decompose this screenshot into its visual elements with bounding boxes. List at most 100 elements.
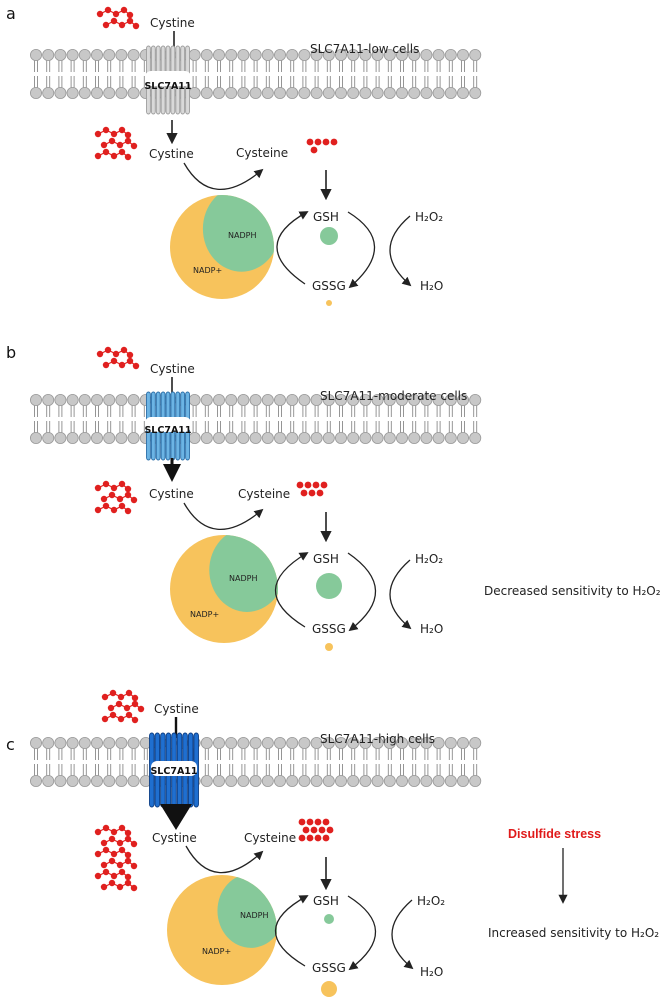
lipid-head (212, 431, 225, 444)
lipid-head (298, 87, 311, 100)
gsh-label: GSH (313, 210, 339, 224)
gsh-pool-circle (324, 914, 334, 924)
lipid-head (273, 737, 286, 750)
lipid-head (127, 87, 140, 100)
cystine-molecules-inside (94, 126, 138, 161)
nadph-label: NADPH (228, 231, 256, 240)
cysteine-molecule (326, 826, 334, 834)
panel-letter: a (6, 4, 16, 23)
cystine-molecule (96, 346, 134, 359)
lipid-head (408, 431, 421, 444)
cysteine-molecule (308, 489, 316, 497)
lipid-head (91, 49, 104, 62)
cysteine-molecule (298, 834, 306, 842)
lipid-head (115, 87, 128, 100)
cystine-molecule (100, 835, 138, 848)
slc7a11-transporter (145, 45, 191, 115)
lipid-head (420, 737, 433, 750)
lipid-head (395, 431, 408, 444)
lipid-head (420, 87, 433, 100)
lipid-head (54, 87, 67, 100)
cystine-molecule (94, 126, 132, 139)
lipid-head (29, 49, 42, 62)
lipid-head (115, 393, 128, 406)
lipid-head (334, 49, 347, 62)
lipid-head (408, 775, 421, 788)
lipid-head (91, 775, 104, 788)
cysteine-molecule (314, 834, 322, 842)
lipid-head (42, 775, 55, 788)
gsh-pool-circle (316, 573, 342, 599)
lipid-head (469, 49, 482, 62)
lipid-head (359, 775, 372, 788)
reduction-arrow (185, 845, 264, 874)
lipid-head (249, 393, 262, 406)
lipid-head (42, 737, 55, 750)
cysteine-molecule (314, 138, 322, 146)
lipid-head (78, 775, 91, 788)
lipid-head (212, 737, 225, 750)
lipid-head (322, 393, 335, 406)
h2o2-reduction-arrow (391, 899, 414, 970)
cysteine-molecule (322, 138, 330, 146)
lipid-head (103, 87, 116, 100)
lipid-head (322, 49, 335, 62)
lipid-head (359, 737, 372, 750)
lipid-head (200, 87, 213, 100)
lipid-head (66, 393, 79, 406)
lipid-head (115, 737, 128, 750)
cysteine-molecule (310, 826, 318, 834)
reduction-arrow (183, 502, 264, 531)
lipid-head (103, 737, 116, 750)
lipid-head (469, 393, 482, 406)
lipid-head (29, 393, 42, 406)
lipid-head (310, 393, 323, 406)
lipid-head (444, 49, 457, 62)
h2o-label: H₂O (420, 622, 443, 636)
cysteine-label: Cysteine (236, 146, 288, 160)
lipid-head (444, 737, 457, 750)
lipid-head (261, 87, 274, 100)
transporter-label: SLC7A11 (144, 425, 191, 436)
gsh-label: GSH (313, 894, 339, 908)
lipid-head (42, 87, 55, 100)
lipid-head (298, 431, 311, 444)
lipid-head (371, 49, 384, 62)
cystine-molecule (107, 700, 145, 713)
lipid-head (237, 87, 250, 100)
lipid-head (200, 393, 213, 406)
h2o2-reduction-arrow (389, 215, 412, 287)
cysteine-molecule (300, 489, 308, 497)
cysteine-molecule (316, 489, 324, 497)
lipid-head (383, 775, 396, 788)
cysteine-molecule (330, 138, 338, 146)
panel-a: a Cystine SLC7A11-low cells SLC7A11 Cyst… (6, 4, 482, 306)
lipid-head (66, 737, 79, 750)
cystine-outside-label: Cystine (150, 362, 195, 376)
lipid-head (395, 737, 408, 750)
lipid-head (273, 87, 286, 100)
lipid-head (286, 49, 299, 62)
lipid-head (66, 431, 79, 444)
cysteine-molecule (322, 834, 330, 842)
lipid-head (237, 49, 250, 62)
transporter-label-box (151, 761, 197, 776)
lipid-head (29, 737, 42, 750)
lipid-head (420, 431, 433, 444)
nadph-region (202, 195, 274, 272)
lipid-head (78, 393, 91, 406)
lipid-head (469, 431, 482, 444)
cysteine-molecule (304, 481, 312, 489)
gssg-pool-circle (326, 300, 332, 306)
lipid-head (371, 737, 384, 750)
lipid-head (261, 775, 274, 788)
nadph-region (209, 535, 278, 612)
lipid-head (469, 737, 482, 750)
lipid-head (42, 431, 55, 444)
lipid-head (444, 431, 457, 444)
h2o-label: H₂O (420, 279, 443, 293)
gssg-label: GSSG (312, 279, 346, 293)
lipid-head (249, 431, 262, 444)
